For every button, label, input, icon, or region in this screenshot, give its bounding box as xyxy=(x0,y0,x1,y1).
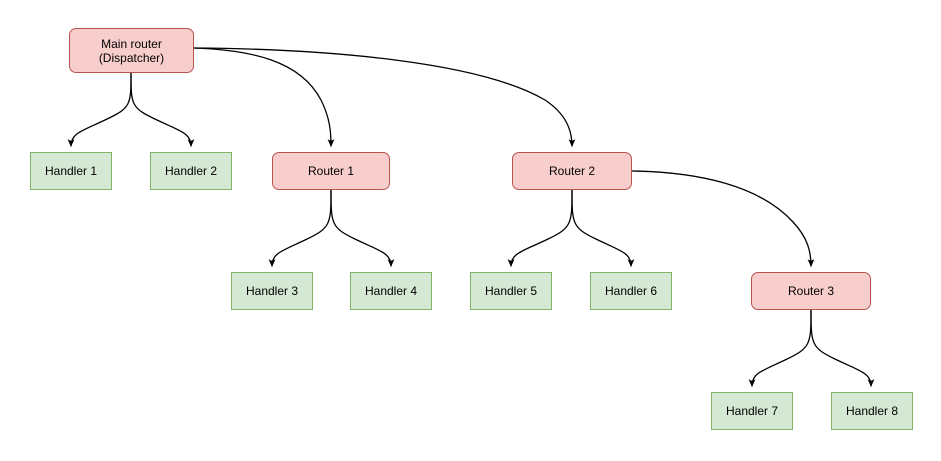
node-label-handler-1: Handler 1 xyxy=(44,164,98,178)
node-handler-3[interactable]: Handler 3 xyxy=(231,272,313,310)
edge-router-2-to-handler-5 xyxy=(507,189,573,268)
node-handler-2[interactable]: Handler 2 xyxy=(150,152,232,190)
node-label-handler-2: Handler 2 xyxy=(164,164,218,178)
node-handler-1[interactable]: Handler 1 xyxy=(30,152,112,190)
node-label-handler-5: Handler 5 xyxy=(484,284,538,298)
node-label-router-3: Router 3 xyxy=(787,284,835,298)
node-handler-8[interactable]: Handler 8 xyxy=(831,392,913,430)
node-handler-4[interactable]: Handler 4 xyxy=(350,272,432,310)
node-label-handler-4: Handler 4 xyxy=(364,284,418,298)
edge-router-1-to-handler-4 xyxy=(330,189,395,268)
node-router-1[interactable]: Router 1 xyxy=(272,152,390,190)
node-handler-5[interactable]: Handler 5 xyxy=(470,272,552,310)
edge-router-2-to-router-3 xyxy=(631,170,815,268)
node-handler-7[interactable]: Handler 7 xyxy=(711,392,793,430)
edge-router-3-to-handler-8 xyxy=(810,309,875,388)
edges-group xyxy=(67,47,875,388)
edge-router-2-to-handler-6 xyxy=(571,189,635,268)
node-main-router[interactable]: Main router (Dispatcher) xyxy=(69,28,194,73)
node-router-2[interactable]: Router 2 xyxy=(512,152,632,190)
node-label-router-2: Router 2 xyxy=(548,164,596,178)
edge-router-3-to-handler-7 xyxy=(748,309,812,388)
node-router-3[interactable]: Router 3 xyxy=(751,272,871,310)
node-handler-6[interactable]: Handler 6 xyxy=(590,272,672,310)
edge-router-1-to-handler-3 xyxy=(268,189,332,268)
edge-main-router-to-router-1 xyxy=(193,47,335,148)
edge-main-router-to-handler-2 xyxy=(130,72,195,148)
node-label-handler-7: Handler 7 xyxy=(725,404,779,418)
node-label-handler-6: Handler 6 xyxy=(604,284,658,298)
node-label-handler-3: Handler 3 xyxy=(245,284,299,298)
edge-main-router-to-handler-1 xyxy=(67,72,132,148)
node-label-handler-8: Handler 8 xyxy=(845,404,899,418)
node-label-main-router: Main router (Dispatcher) xyxy=(98,36,165,65)
node-label-router-1: Router 1 xyxy=(307,164,355,178)
edge-main-router-to-router-2 xyxy=(193,47,576,148)
